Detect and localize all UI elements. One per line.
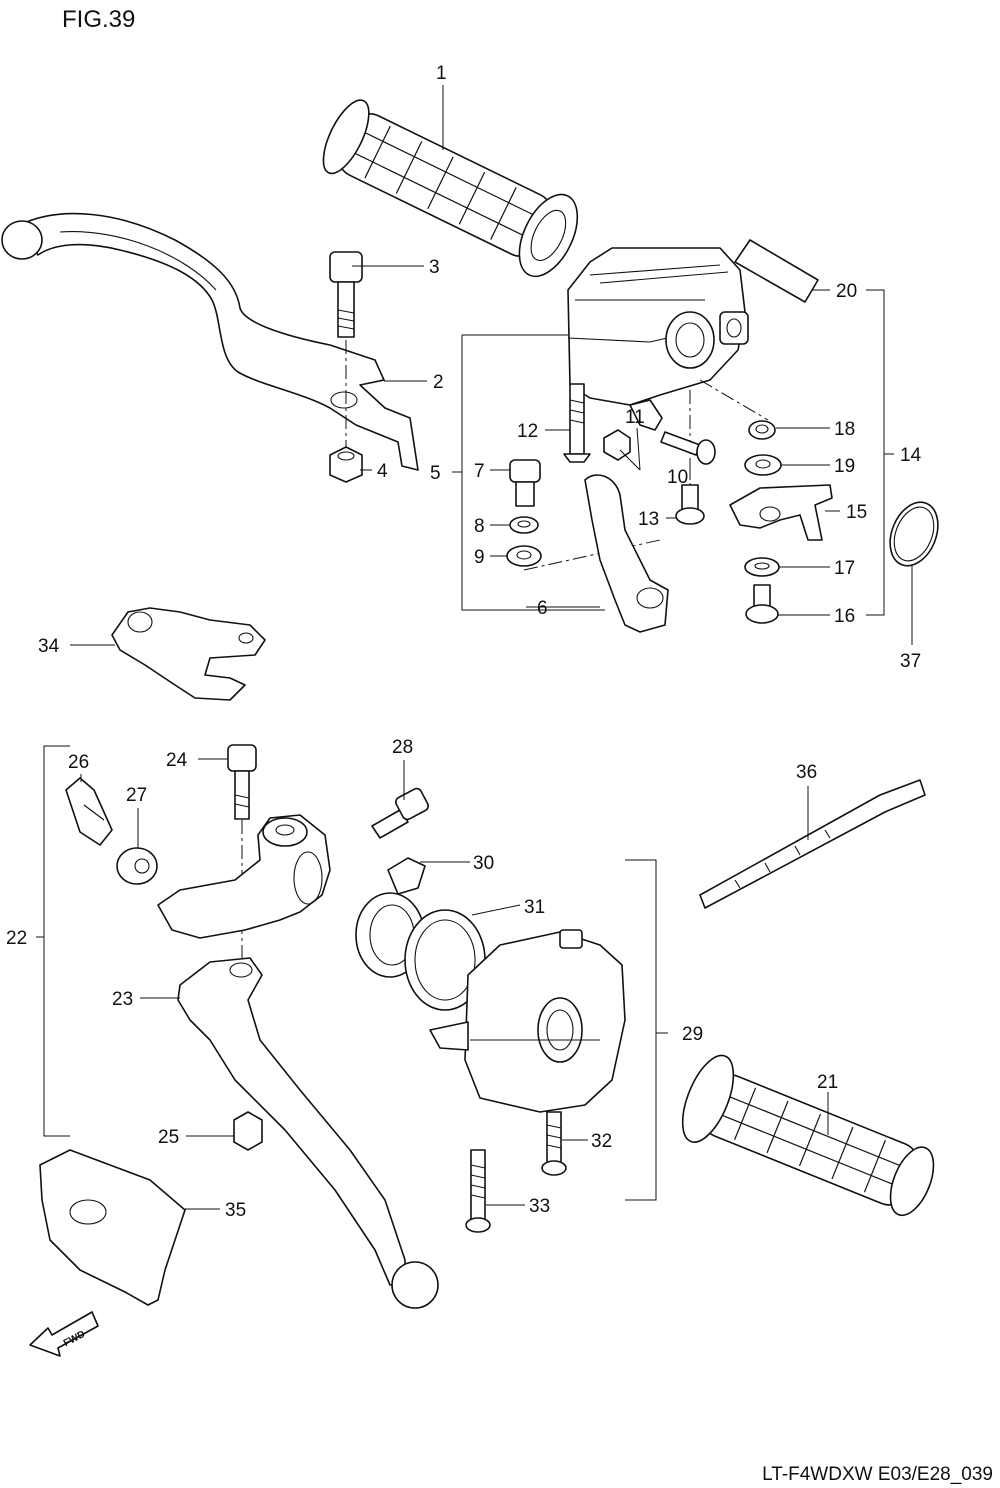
- callout-25: 25: [158, 1127, 179, 1148]
- adjuster-26: [65, 777, 113, 846]
- cable-tie-36: [699, 779, 926, 909]
- callout-19: 19: [834, 456, 855, 477]
- callout-23: 23: [112, 989, 133, 1010]
- callout-31: 31: [524, 897, 545, 918]
- callout-1: 1: [436, 63, 447, 84]
- switch-29: [429, 929, 626, 1113]
- fwd-arrow-icon: FWD: [29, 1311, 99, 1357]
- callout-36: 36: [796, 762, 817, 783]
- screw-33: [465, 1149, 491, 1233]
- callout-24: 24: [166, 750, 188, 771]
- callout-6: 6: [537, 598, 548, 619]
- bolt-28: [371, 787, 430, 839]
- clutch-lever-23: [177, 957, 439, 1309]
- callout-33: 33: [529, 1196, 550, 1217]
- callout-26: 26: [68, 752, 89, 773]
- washer-17: [744, 557, 780, 577]
- label-20: [734, 239, 819, 303]
- washer-19: [744, 454, 782, 476]
- bolt-7: [509, 459, 541, 507]
- callout-29: 29: [682, 1024, 703, 1045]
- clip-18: [748, 420, 776, 440]
- nut-25: [233, 1111, 263, 1151]
- callout-21: 21: [817, 1072, 838, 1093]
- clamp-30: [387, 857, 426, 895]
- callout-30: 30: [473, 853, 494, 874]
- callout-32: 32: [591, 1131, 612, 1152]
- callout-3: 3: [429, 257, 440, 278]
- figure-title: FIG.39: [62, 6, 135, 33]
- callout-7: 7: [474, 461, 485, 482]
- nut-4: [329, 446, 363, 483]
- screw-12: [563, 383, 591, 463]
- callout-12: 12: [517, 421, 538, 442]
- callout-17: 17: [834, 558, 855, 579]
- locknut-27: [116, 847, 158, 885]
- parking-lever-6: [584, 474, 669, 633]
- guard-34: [111, 607, 266, 701]
- ring-31: [355, 892, 486, 1011]
- leader-lines: [70, 85, 913, 1210]
- figure-code: LT-F4WDXW E03/E28_039: [762, 1464, 993, 1485]
- callout-10: 10: [667, 467, 688, 488]
- washer-8: [509, 516, 539, 534]
- callout-28: 28: [392, 737, 413, 758]
- callout-labels: 1 2 3 4 5 6 7 8 9 10 11 12 13 14 15 16 1…: [6, 63, 922, 1221]
- callout-5: 5: [430, 463, 441, 484]
- callout-37: 37: [900, 651, 921, 672]
- grip-left: [681, 1054, 935, 1217]
- callout-13: 13: [638, 509, 659, 530]
- callout-18: 18: [834, 419, 855, 440]
- bolt-16: [745, 584, 779, 624]
- pivot-bolt-3: [329, 251, 363, 450]
- o-ring-37: [889, 501, 939, 567]
- nut-11: [603, 429, 631, 461]
- callout-20: 20: [836, 281, 857, 302]
- callout-34: 34: [38, 636, 60, 657]
- callout-14: 14: [900, 445, 922, 466]
- screw-32: [541, 1111, 567, 1176]
- bracket-lines: [36, 289, 894, 1201]
- grip-right: [322, 99, 579, 278]
- callout-2: 2: [433, 372, 444, 393]
- callout-11: 11: [625, 407, 645, 428]
- callout-4: 4: [377, 461, 388, 482]
- lever-guard-35: [39, 1149, 186, 1306]
- callout-27: 27: [126, 785, 147, 806]
- callout-22: 22: [6, 928, 27, 949]
- brake-lever-front: [1, 212, 419, 471]
- bolt-10: [619, 431, 716, 471]
- bolt-13: [675, 484, 705, 525]
- callout-8: 8: [474, 516, 485, 537]
- stopper-15: [729, 484, 833, 541]
- callout-15: 15: [846, 502, 867, 523]
- callout-9: 9: [474, 547, 485, 568]
- callout-35: 35: [225, 1200, 246, 1221]
- lever-holder-22: [157, 814, 331, 939]
- master-cylinder: [567, 247, 769, 485]
- callout-16: 16: [834, 606, 855, 627]
